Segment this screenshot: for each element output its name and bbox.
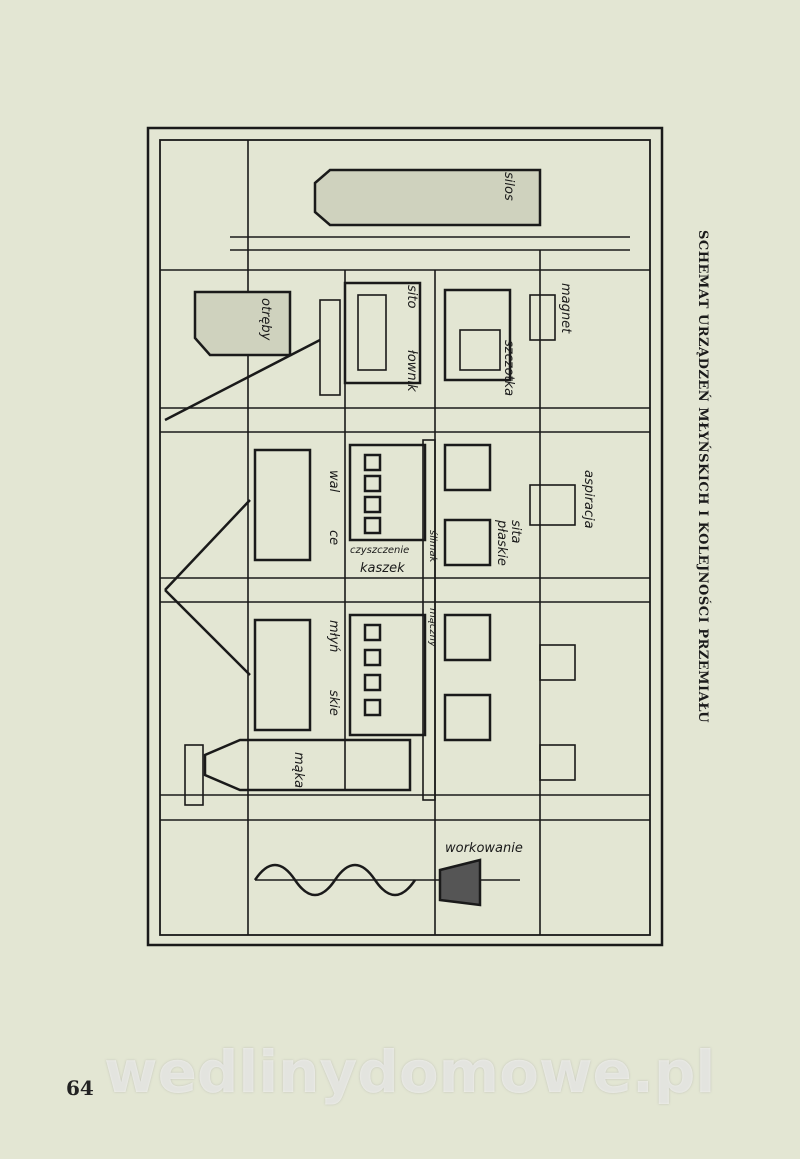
label-kaszek: kaszek bbox=[360, 561, 405, 576]
label-magnet: magnet bbox=[558, 283, 573, 334]
label-otreby: otręby bbox=[258, 298, 273, 341]
label-lownik: łownik bbox=[404, 350, 419, 392]
watermark: wedlinydomowe.pl bbox=[104, 1038, 716, 1106]
label-maczny: mączny bbox=[427, 608, 438, 648]
label-sita: sita bbox=[508, 520, 523, 543]
page-number: 64 bbox=[66, 1076, 94, 1100]
silos-tank bbox=[313, 168, 542, 227]
label-aspiracja: aspiracja bbox=[581, 470, 596, 529]
label-maka: mąka bbox=[291, 752, 306, 788]
label-plaskie: płaskie bbox=[494, 519, 509, 566]
flour-bin bbox=[203, 738, 412, 792]
label-silos: silos bbox=[501, 172, 516, 201]
bran-bin bbox=[193, 290, 292, 357]
label-mlyn: młyń bbox=[326, 620, 341, 652]
label-slimak: ślimak bbox=[427, 530, 439, 564]
label-wal: wal bbox=[326, 470, 341, 493]
inner-frame bbox=[159, 139, 651, 936]
page-title: SCHEMAT URZĄDZEŃ MŁYŃSKICH I KOLEJNOŚCI … bbox=[695, 230, 710, 724]
label-szczotka: szczotka bbox=[501, 340, 516, 396]
label-workowanie: workowanie bbox=[445, 841, 523, 856]
label-ce: ce bbox=[326, 530, 341, 545]
label-sito: sito bbox=[404, 285, 419, 308]
outer-frame bbox=[146, 126, 664, 947]
label-skie: skie bbox=[326, 690, 341, 716]
label-czyszczenie: czyszczenie bbox=[350, 545, 409, 556]
